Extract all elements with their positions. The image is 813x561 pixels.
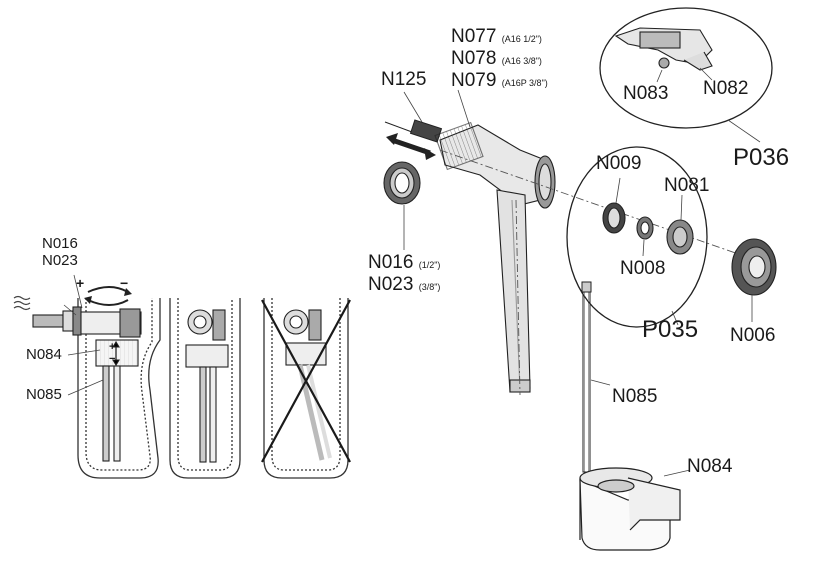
valve-tilted-wrong <box>283 309 332 461</box>
valve-installed-correct <box>32 306 142 462</box>
label-n009: N009 <box>596 153 642 174</box>
label-n079: N079 (A16P 3/8") <box>451 70 548 91</box>
n082-arm <box>614 27 713 71</box>
label-n084-left: N084 <box>26 346 62 363</box>
label-n085-left: N085 <box>26 386 62 403</box>
n009-diaphragm <box>602 202 626 234</box>
label-n085: N085 <box>612 386 658 407</box>
label-n082: N082 <box>703 78 749 99</box>
tank-panel-1 <box>77 298 161 479</box>
assembly-axis <box>439 149 771 266</box>
valve-vertical-ok <box>185 309 229 463</box>
label-n008: N008 <box>620 258 666 279</box>
label-p036: P036 <box>733 144 790 171</box>
label-n078: N078 (A16 3/8") <box>451 48 542 69</box>
n016-nut <box>383 161 421 205</box>
water-inlet-arrows <box>13 295 31 311</box>
n084-float-cup <box>579 467 681 551</box>
label-n023-left: N023 <box>42 252 78 269</box>
minus-sign-small: − <box>109 353 116 365</box>
minus-sign: − <box>120 275 129 291</box>
arrow-insertion <box>386 133 436 160</box>
label-n077: N077 (A16 1/2") <box>451 26 542 47</box>
wrong-cross-mark <box>261 299 351 463</box>
p036-group-outline <box>599 7 773 129</box>
n085-threaded-rod <box>581 281 592 473</box>
label-n084: N084 <box>687 456 733 477</box>
label-n125: N125 <box>381 69 427 90</box>
n008-seal <box>636 216 654 240</box>
label-n023: N023 (3/8") <box>368 274 441 295</box>
tank-panel-2 <box>169 298 241 479</box>
plus-sign-small: + <box>109 341 116 353</box>
n083-pin <box>658 57 670 69</box>
n006-ring-nut <box>731 238 777 296</box>
label-n081: N081 <box>664 175 710 196</box>
n081-cap <box>666 219 694 255</box>
left-leader-lines <box>67 274 104 396</box>
tank-panel-3 <box>263 298 349 479</box>
plus-sign: + <box>76 275 85 291</box>
label-n083: N083 <box>623 83 669 104</box>
tighten-arrow <box>87 286 129 306</box>
label-n016-left: N016 <box>42 235 78 252</box>
label-n016: N016 (1/2") <box>368 252 441 273</box>
p035-group-outline <box>566 146 708 328</box>
valve-body <box>434 121 556 393</box>
label-n006: N006 <box>730 325 776 346</box>
label-p035: P035 <box>642 316 699 343</box>
